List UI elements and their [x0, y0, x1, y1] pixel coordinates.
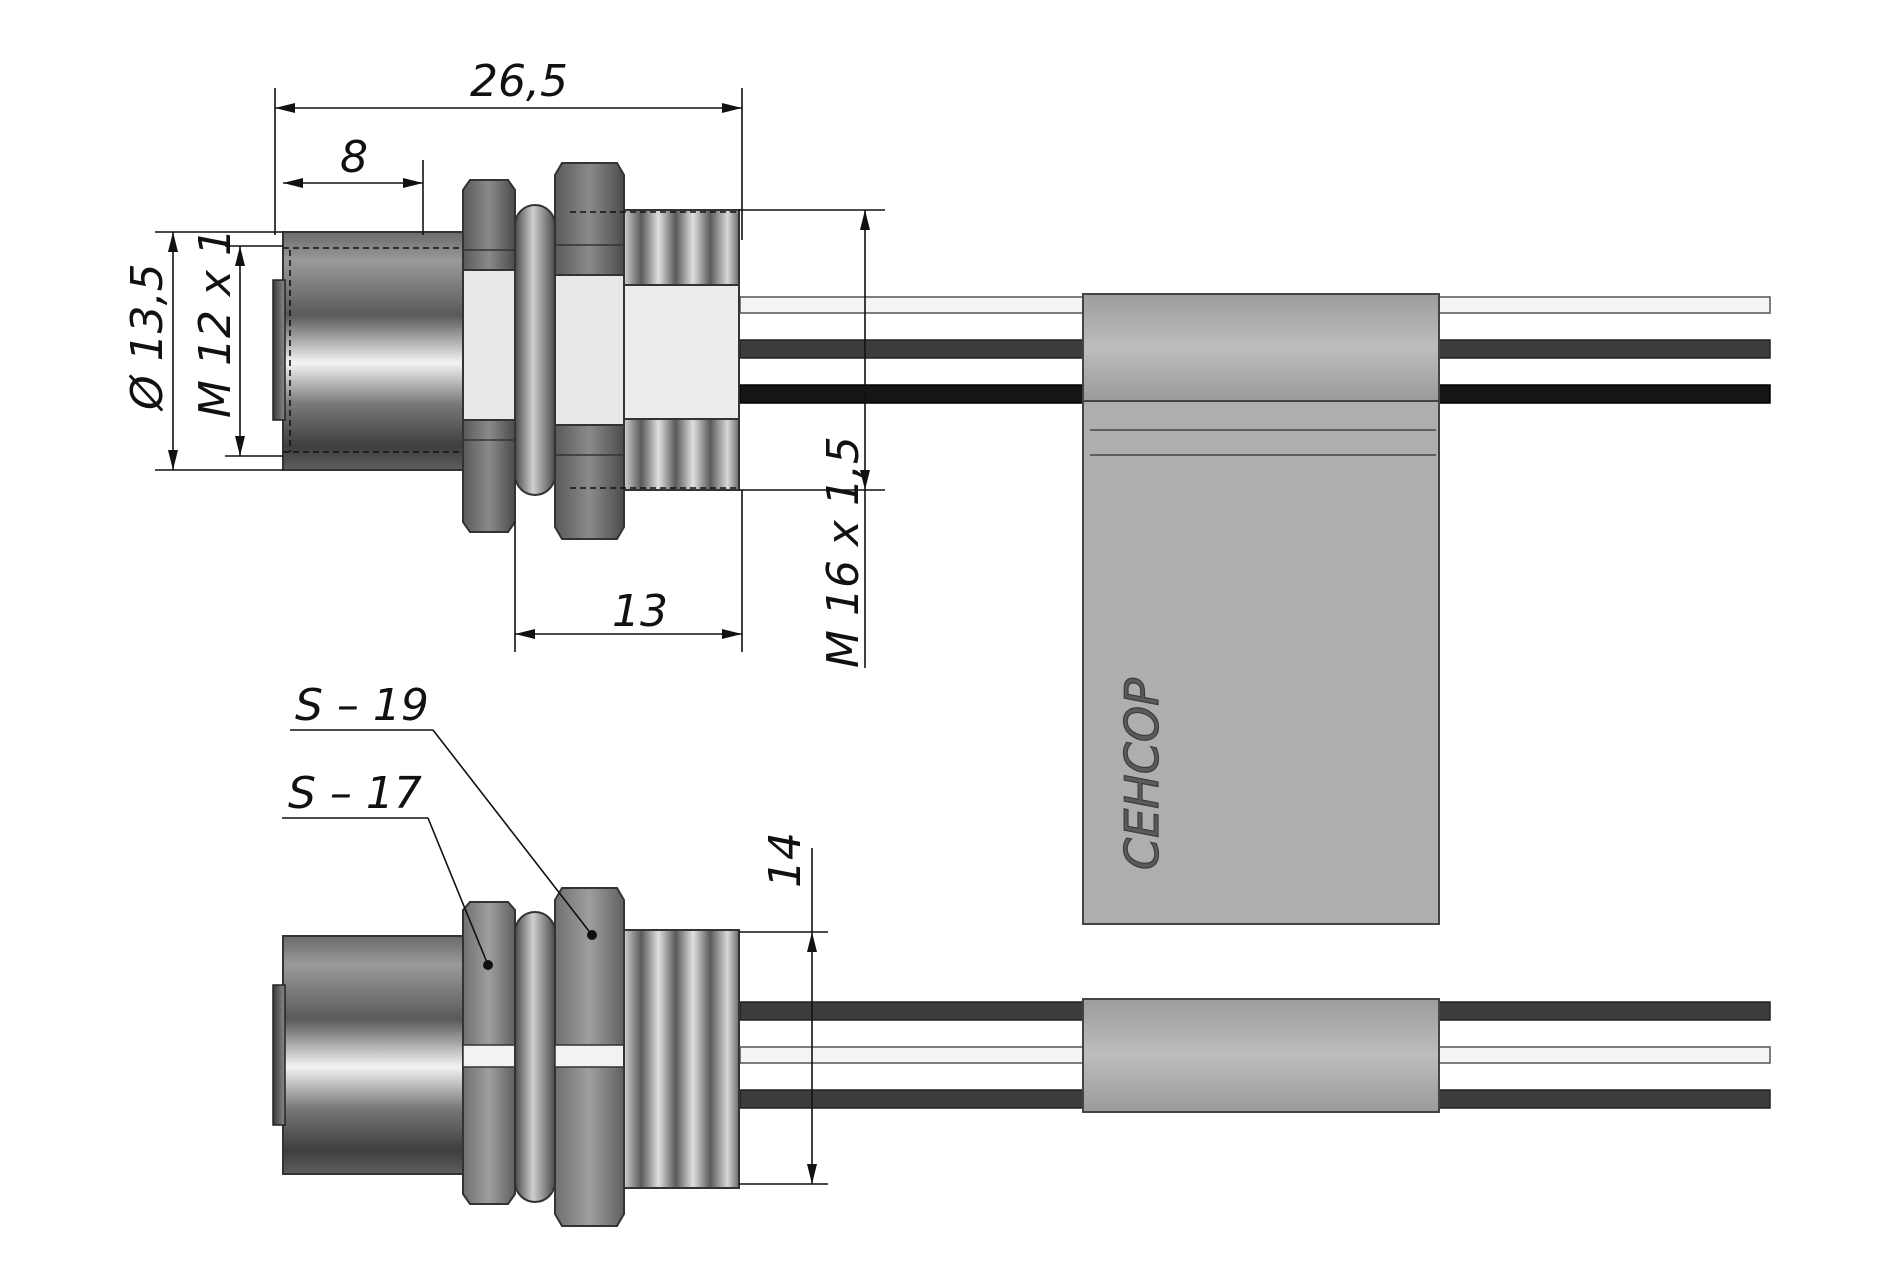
- dim-outer-diameter: Ø 13,5: [122, 263, 173, 412]
- front-end-cap: [272, 984, 286, 1126]
- threaded-body-bottom: [623, 929, 740, 1189]
- front-cylinder: [282, 935, 464, 1175]
- dim-thread-width: 14: [760, 832, 811, 888]
- brand-label: СЕНСОР: [1115, 678, 1169, 870]
- bottom-view: [272, 887, 1771, 1227]
- front-cylinder: [282, 231, 464, 471]
- threaded-body-top: [570, 209, 740, 491]
- dim-thread-front: M 12 x 1: [190, 228, 241, 418]
- wrench-size-small: S – 17: [288, 768, 422, 819]
- wrench-size-large: S – 19: [295, 680, 429, 731]
- large-nut-bottom: [554, 887, 625, 1227]
- large-nut-top: [554, 162, 625, 540]
- dim-front-length: 8: [340, 132, 368, 183]
- top-view: СЕНСОР: [272, 162, 1771, 925]
- front-end-cap: [272, 279, 286, 421]
- dimension-lines: 26,5 8 Ø 13,5 M 12 x 1 M 16 x 1,5 13 14: [122, 56, 885, 1185]
- o-ring-top: [514, 204, 556, 496]
- cable-sleeve: [1082, 998, 1440, 1113]
- dim-thread-rear: M 16 x 1,5: [818, 436, 869, 668]
- o-ring-bottom: [514, 911, 556, 1203]
- dim-rear-length: 13: [612, 586, 668, 637]
- label-sleeve: СЕНСОР: [1082, 293, 1440, 925]
- small-nut-top: [462, 179, 516, 533]
- dim-overall-length: 26,5: [470, 56, 568, 107]
- small-nut-bottom: [462, 901, 516, 1205]
